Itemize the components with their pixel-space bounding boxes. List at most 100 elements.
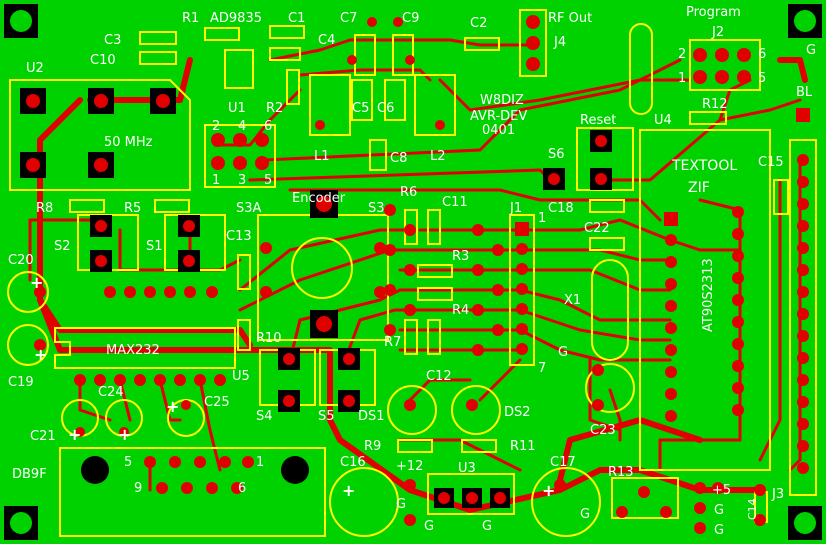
label-C18: C18 (548, 201, 574, 216)
label-j2-1: 1 (678, 71, 686, 86)
label-C12: C12 (426, 369, 452, 384)
label-R12: R12 (702, 97, 728, 112)
label-J1-7: 7 (538, 361, 546, 376)
label-C20: C20 (8, 253, 34, 268)
label-hdr-6: 6 (264, 119, 272, 134)
label-C17: C17 (550, 455, 576, 470)
label-R9: R9 (364, 439, 381, 454)
label-G-6: G (580, 507, 590, 522)
label-C19: C19 (8, 375, 34, 390)
label-C22: C22 (584, 221, 610, 236)
label-C24: C24 (98, 385, 124, 400)
label-j2-2: 2 (678, 47, 686, 62)
label-U4: U4 (654, 113, 672, 128)
label-R5: R5 (124, 201, 141, 216)
label-db-6: 6 (238, 481, 246, 496)
svg-text:+: + (166, 397, 179, 416)
label-C2: C2 (470, 16, 487, 31)
label-J2: J2 (711, 25, 724, 40)
label-plus12: +12 (396, 459, 423, 474)
label-C3: C3 (104, 33, 121, 48)
label-BL: BL (796, 85, 813, 100)
label-AVR-DEV: AVR-DEV (470, 109, 527, 124)
label-50MHz: 50 MHz (104, 135, 153, 150)
label-R1: R1 (182, 11, 199, 26)
label-R13: R13 (608, 465, 634, 480)
label-X1: X1 (564, 293, 581, 308)
label-C7: C7 (340, 11, 357, 26)
label-U3: U3 (458, 461, 476, 476)
label-R3: R3 (452, 249, 469, 264)
label-RF-Out: RF Out (548, 11, 592, 26)
label-S3: S3 (368, 201, 385, 216)
label-DS2: DS2 (504, 405, 531, 420)
pads (20, 15, 810, 534)
label-R4: R4 (452, 303, 469, 318)
label-S1: S1 (146, 239, 163, 254)
label-Encoder: Encoder (292, 191, 346, 206)
label-S6: S6 (548, 147, 565, 162)
label-Reset: Reset (580, 113, 616, 128)
svg-text:+: + (30, 273, 43, 292)
label-Program: Program (686, 5, 741, 20)
label-C10: C10 (90, 53, 116, 68)
label-U1: U1 (228, 101, 246, 116)
svg-text:+: + (542, 481, 555, 500)
label-DB9F: DB9F (12, 467, 47, 482)
label-C15: C15 (758, 155, 784, 170)
polarity-marks: + + + + + + + (30, 273, 555, 500)
label-hdr-5: 5 (264, 173, 272, 188)
label-C4: C4 (318, 33, 335, 48)
label-R10: R10 (256, 331, 282, 346)
label-hdr-1: 1 (212, 173, 220, 188)
label-hdr-2: 2 (212, 119, 220, 134)
label-version: 0401 (482, 123, 515, 138)
label-db-1: 1 (256, 455, 264, 470)
label-W8DIZ: W8DIZ (480, 93, 524, 108)
label-db-5: 5 (124, 455, 132, 470)
label-G-top: G (806, 43, 816, 58)
label-G-4: G (714, 503, 724, 518)
label-J3: J3 (771, 487, 784, 502)
mounting-holes (4, 4, 822, 540)
label-MAX232: MAX232 (106, 343, 160, 358)
label-plus5: +5 (712, 483, 731, 498)
svg-text:+: + (68, 425, 81, 444)
label-C25: C25 (204, 395, 230, 410)
label-R6: R6 (400, 185, 417, 200)
label-G-1: G (396, 497, 406, 512)
component-labels: R1 AD9835 C1 C7 C9 C2 RF Out Program C3 … (8, 5, 816, 538)
svg-text:+: + (342, 481, 355, 500)
label-J1: J1 (509, 201, 522, 216)
copper-traces (28, 38, 808, 513)
label-J4: J4 (553, 35, 566, 50)
label-L1: L1 (314, 149, 330, 164)
label-C9: C9 (402, 11, 419, 26)
label-R8: R8 (36, 201, 53, 216)
label-U5: U5 (232, 369, 250, 384)
label-TEXTOOL: TEXTOOL (671, 158, 737, 174)
label-R11: R11 (510, 439, 536, 454)
label-C8: C8 (390, 151, 407, 166)
label-C1: C1 (288, 11, 305, 26)
label-C11: C11 (442, 195, 468, 210)
svg-text:+: + (34, 345, 47, 364)
silkscreen (7, 9, 817, 537)
label-ZIF: ZIF (688, 180, 710, 196)
label-AD9835: AD9835 (210, 11, 262, 26)
label-U2: U2 (26, 61, 44, 76)
label-L2: L2 (430, 149, 446, 164)
label-S3A: S3A (236, 201, 262, 216)
label-C5: C5 (352, 101, 369, 116)
label-G-mid: G (558, 345, 568, 360)
label-j2-5: 5 (758, 71, 766, 86)
label-db-9: 9 (134, 481, 142, 496)
label-J1-1: 1 (538, 211, 546, 226)
label-R2: R2 (266, 101, 283, 116)
label-R7: R7 (384, 335, 401, 350)
label-C21: C21 (30, 429, 56, 444)
label-G-2: G (424, 519, 434, 534)
label-C13: C13 (226, 229, 252, 244)
label-j2-6: 6 (758, 47, 766, 62)
